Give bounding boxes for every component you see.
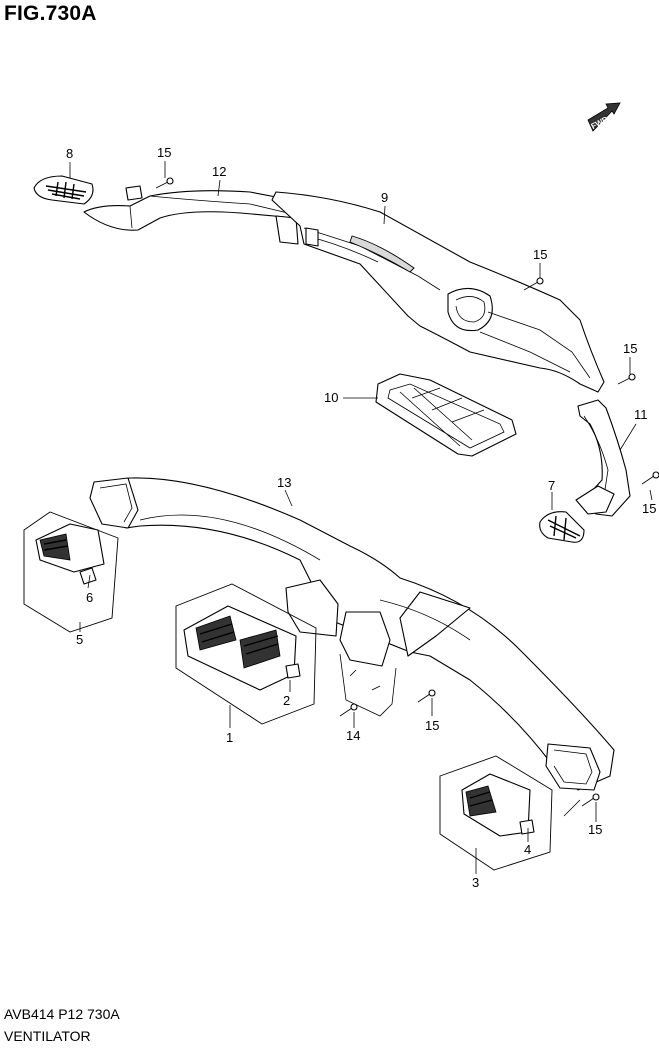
- callout-8: 8: [66, 146, 73, 161]
- callout-15: 15: [623, 341, 637, 356]
- callout-2: 2: [283, 693, 290, 708]
- callout-12: 12: [212, 164, 226, 179]
- leader-lines: [69, 161, 653, 874]
- callout-7: 7: [548, 478, 555, 493]
- callout-15: 15: [425, 718, 439, 733]
- screw-14-icon: [339, 703, 358, 717]
- screw-15d-icon: [641, 471, 659, 485]
- callout-5: 5: [76, 632, 83, 647]
- callout-14: 14: [346, 728, 360, 743]
- callout-13: 13: [277, 475, 291, 490]
- part-5-side-louver-box: [23, 511, 119, 633]
- callout-15: 15: [533, 247, 547, 262]
- callout-1: 1: [226, 730, 233, 745]
- callout-10: 10: [324, 390, 338, 405]
- figure-name: VENTILATOR: [4, 1028, 91, 1044]
- part-12-left-upper-duct: [83, 185, 299, 245]
- screw-15a-icon: [155, 177, 174, 189]
- part-11-right-side-duct: [575, 399, 631, 517]
- fwd-arrow-icon: FWD: [587, 102, 621, 132]
- part-3-right-louver-box: [439, 755, 553, 871]
- callout-11: 11: [634, 407, 648, 422]
- catalog-code: AVB414 P12 730A: [4, 1006, 120, 1022]
- callout-9: 9: [381, 190, 388, 205]
- part-8-side-vent-grille: [33, 175, 94, 205]
- callout-4: 4: [524, 842, 531, 857]
- figure-title: FIG.730A: [4, 2, 97, 25]
- part-7-right-side-vent-grille: [539, 511, 585, 543]
- callout-15: 15: [157, 145, 171, 160]
- part-13-main-lower-duct: [89, 477, 615, 791]
- part-9-center-upper-duct: [271, 191, 605, 393]
- callout-3: 3: [472, 875, 479, 890]
- part-1-center-louver-box: [175, 583, 317, 725]
- screw-15e-icon: [417, 689, 436, 703]
- callout-15: 15: [642, 501, 656, 516]
- part-10-duct-cover-panel: [375, 373, 517, 457]
- screw-15f-icon: [581, 793, 600, 807]
- screw-15c-icon: [617, 373, 636, 385]
- callout-15: 15: [588, 822, 602, 837]
- callout-6: 6: [86, 590, 93, 605]
